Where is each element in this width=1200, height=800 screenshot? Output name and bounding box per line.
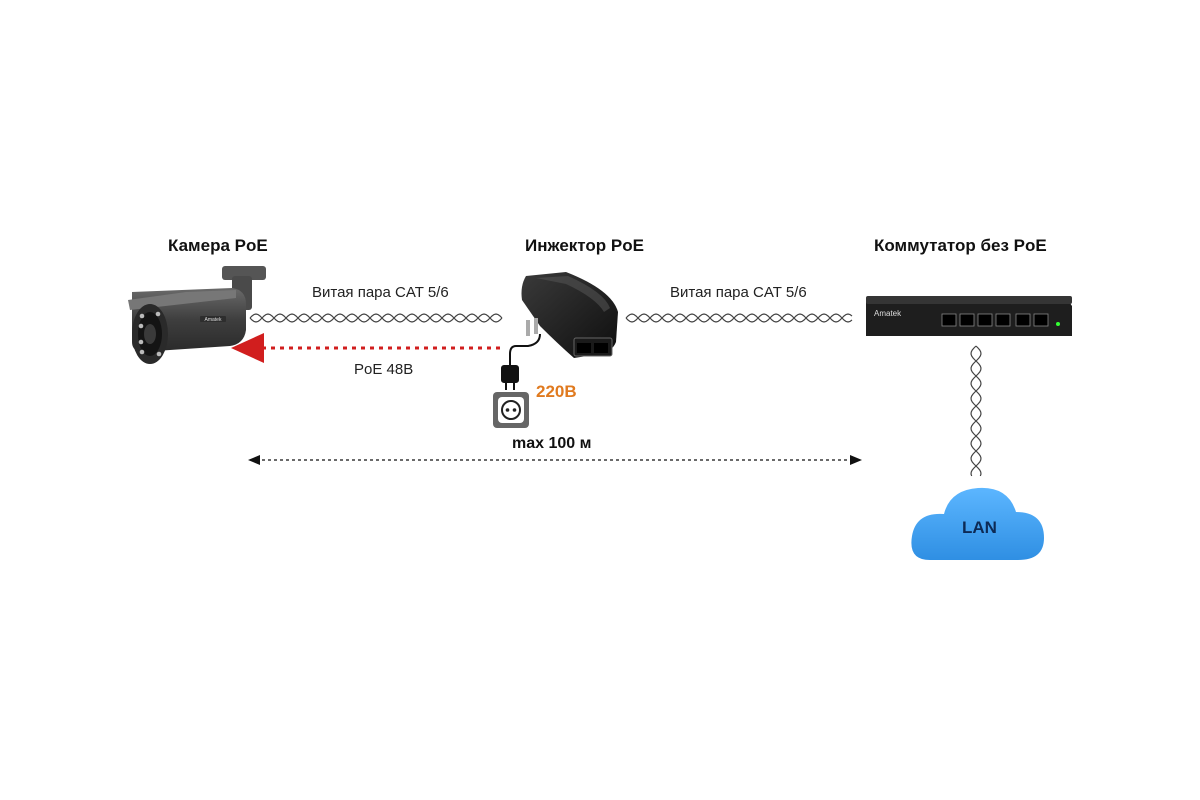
twisted-pair-injector-switch	[625, 313, 853, 323]
cable-label-injector-switch: Витая пара CAT 5/6	[670, 284, 807, 301]
lan-label: LAN	[962, 518, 997, 537]
poe-voltage-label: PoE 48В	[354, 361, 414, 378]
twisted-pair-camera-injector	[249, 313, 503, 323]
mains-voltage-label: 220В	[536, 382, 577, 401]
distance-arrow-left-head	[248, 455, 260, 465]
distance-label: max 100 м	[512, 435, 592, 452]
injector-title: Инжектор PoE	[525, 236, 644, 255]
switch-title: Коммутатор без PoE	[874, 236, 1047, 255]
plug-icon	[501, 333, 541, 390]
socket-icon	[493, 392, 529, 428]
cloud-icon	[911, 487, 1044, 560]
injector-icon	[521, 272, 618, 358]
camera-brand-text: Amatek	[205, 317, 222, 323]
switch-brand-text: Amatek	[874, 309, 902, 318]
twisted-pair-switch-lan	[970, 345, 982, 477]
distance-arrow-right-head	[850, 455, 862, 465]
switch-icon: Amatek	[866, 296, 1072, 336]
camera-icon: Amatek	[128, 266, 266, 364]
camera-title: Камера PoE	[168, 236, 268, 255]
cable-label-camera-injector: Витая пара CAT 5/6	[312, 284, 449, 301]
